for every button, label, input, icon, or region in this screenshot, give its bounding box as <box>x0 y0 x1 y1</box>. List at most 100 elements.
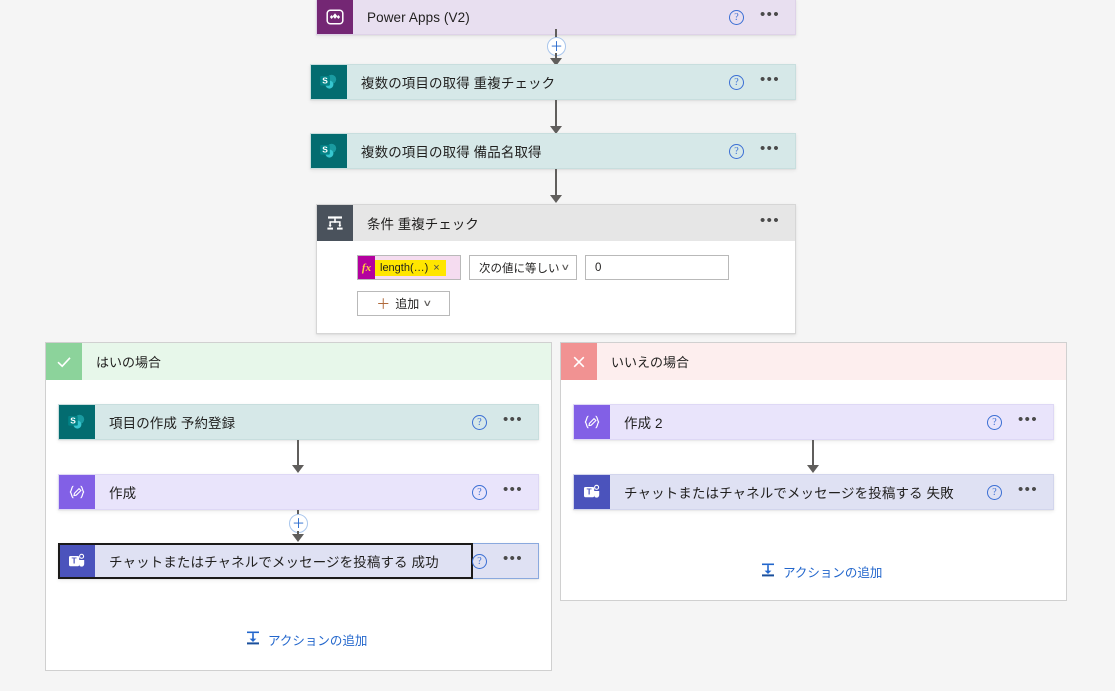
add-action-label: アクションの追加 <box>268 634 368 648</box>
expression-token-label: length(…) <box>375 259 432 276</box>
condition-icon <box>317 205 353 241</box>
condition-operator-value: 次の値に等しい <box>479 262 560 275</box>
check-icon <box>46 343 82 380</box>
connector-arrow <box>807 465 819 473</box>
insert-node-button[interactable]: ＋ <box>289 514 308 533</box>
power-apps-icon <box>317 0 353 34</box>
help-icon[interactable]: ? <box>987 414 1003 430</box>
flow-node-post-message-failure[interactable]: T チャットまたはチャネルでメッセージを投稿する 失敗 ? ••• <box>573 474 1054 510</box>
branch-header-no: いいえの場合 <box>561 343 1066 380</box>
help-icon[interactable]: ? <box>729 9 745 25</box>
flow-node-title: チャットまたはチャネルでメッセージを投稿する 成功 <box>109 555 439 570</box>
condition-value-input[interactable]: 0 <box>585 255 729 280</box>
add-action-label: アクションの追加 <box>783 566 883 580</box>
overflow-menu-icon[interactable]: ••• <box>760 5 780 23</box>
overflow-menu-icon[interactable]: ••• <box>1018 480 1038 498</box>
flow-node-title: 項目の作成 予約登録 <box>109 416 236 431</box>
svg-text:S: S <box>322 145 328 155</box>
overflow-menu-icon[interactable]: ••• <box>503 549 523 567</box>
function-icon: fx <box>358 256 375 279</box>
sharepoint-icon: S <box>311 65 347 99</box>
condition-add-button[interactable]: ＋ 追加 ∨ <box>357 291 450 316</box>
chevron-down-icon: ∨ <box>560 262 571 272</box>
overflow-menu-icon[interactable]: ••• <box>760 70 780 88</box>
flow-node-title: 作成 <box>109 486 137 501</box>
condition-title: 条件 重複チェック <box>367 217 479 232</box>
connector-line <box>297 510 299 515</box>
flow-node-get-items-dup-check[interactable]: S 複数の項目の取得 重複チェック ? ••• <box>310 64 796 100</box>
teams-icon: T <box>59 544 95 578</box>
node-actions: ? ••• <box>729 65 795 99</box>
compose-icon <box>59 475 95 509</box>
svg-text:S: S <box>322 76 328 86</box>
connector-line <box>555 29 557 43</box>
flow-node-title: 作成 2 <box>624 416 663 431</box>
svg-text:T: T <box>72 557 77 566</box>
help-icon[interactable]: ? <box>987 484 1003 500</box>
overflow-menu-icon[interactable]: ••• <box>503 410 523 428</box>
overflow-menu-icon[interactable]: ••• <box>760 139 780 157</box>
close-icon <box>561 343 597 380</box>
branch-label-yes: はいの場合 <box>96 355 162 370</box>
insert-action-icon <box>245 630 261 649</box>
connector-line <box>812 440 814 468</box>
condition-operator-select[interactable]: 次の値に等しい ∨ <box>469 255 577 280</box>
chevron-down-icon: ∨ <box>422 298 433 308</box>
compose-icon <box>574 405 610 439</box>
help-icon[interactable]: ? <box>729 143 745 159</box>
flow-node-post-message-success[interactable]: T チャットまたはチャネルでメッセージを投稿する 成功 ? ••• <box>57 543 539 579</box>
flow-node-compose-2[interactable]: 作成 2 ? ••• <box>573 404 1054 440</box>
teams-icon: T <box>574 475 610 509</box>
add-action-link-no[interactable]: アクションの追加 <box>760 562 882 581</box>
node-actions: ? ••• <box>729 0 795 34</box>
flow-node-title: チャットまたはチャネルでメッセージを投稿する 失敗 <box>624 486 954 501</box>
insert-action-icon <box>760 562 776 581</box>
help-icon[interactable]: ? <box>472 553 488 569</box>
connector-line <box>555 100 557 128</box>
overflow-menu-icon[interactable]: ••• <box>1018 410 1038 428</box>
node-actions: ? ••• <box>987 475 1053 509</box>
connector-line <box>555 169 557 197</box>
sharepoint-icon: S <box>59 405 95 439</box>
connector-arrow <box>292 534 304 542</box>
connector-arrow <box>550 195 562 203</box>
plus-icon: ＋ <box>376 295 391 312</box>
flow-node-compose[interactable]: 作成 ? ••• <box>58 474 539 510</box>
help-icon[interactable]: ? <box>729 74 745 90</box>
condition-left-operand-input[interactable]: fx length(…) × <box>357 255 461 280</box>
node-actions: ? ••• <box>472 405 538 439</box>
condition-body: fx length(…) × 次の値に等しい ∨ 0 ＋ 追加 ∨ <box>317 241 795 332</box>
flow-node-title: Power Apps (V2) <box>367 9 470 25</box>
flow-node-get-items-equipment-name[interactable]: S 複数の項目の取得 備品名取得 ? ••• <box>310 133 796 169</box>
condition-header: 条件 重複チェック ••• <box>317 205 795 241</box>
connector-arrow <box>550 126 562 134</box>
connector-arrow <box>292 465 304 473</box>
add-action-link-yes[interactable]: アクションの追加 <box>245 630 367 649</box>
flow-node-condition[interactable]: 条件 重複チェック ••• fx length(…) × 次の値に等しい ∨ <box>316 204 796 334</box>
overflow-menu-icon[interactable]: ••• <box>503 480 523 498</box>
help-icon[interactable]: ? <box>472 414 488 430</box>
remove-token-icon[interactable]: × <box>431 259 446 276</box>
connector-arrow <box>550 58 562 66</box>
node-actions: ? ••• <box>472 544 538 578</box>
expression-token: fx length(…) × <box>358 256 460 279</box>
condition-row: fx length(…) × 次の値に等しい ∨ 0 <box>357 255 795 280</box>
condition-actions: ••• <box>750 205 795 241</box>
sharepoint-icon: S <box>311 134 347 168</box>
node-actions: ? ••• <box>987 405 1053 439</box>
node-actions: ? ••• <box>729 134 795 168</box>
node-actions: ? ••• <box>472 475 538 509</box>
connector-line <box>555 53 557 61</box>
connector-line <box>297 440 299 468</box>
svg-text:T: T <box>587 488 592 497</box>
help-icon[interactable]: ? <box>472 484 488 500</box>
flow-node-create-item-reservation[interactable]: S 項目の作成 予約登録 ? ••• <box>58 404 539 440</box>
branch-header-yes: はいの場合 <box>46 343 551 380</box>
flow-node-title: 複数の項目の取得 備品名取得 <box>361 145 542 160</box>
condition-add-label: 追加 <box>395 297 420 311</box>
insert-node-button[interactable]: ＋ <box>547 37 566 56</box>
overflow-menu-icon[interactable]: ••• <box>760 211 780 229</box>
svg-text:S: S <box>70 416 76 426</box>
branch-label-no: いいえの場合 <box>611 355 690 370</box>
